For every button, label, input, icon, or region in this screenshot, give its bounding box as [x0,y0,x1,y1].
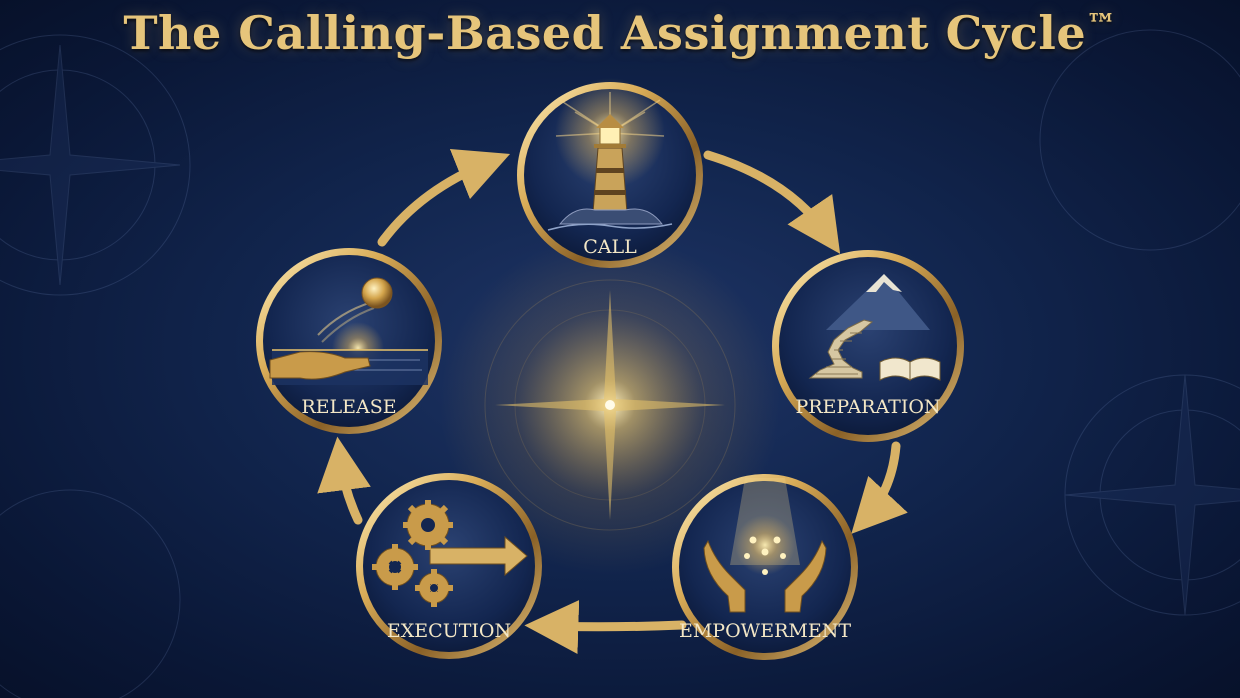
staircase-mountain-icon [808,274,941,381]
background-decor [0,29,1240,698]
center-compass [440,235,780,575]
compass-rose-bottom-left-ring [0,489,181,698]
stage-node-empowerment: EMPOWERMENT [672,474,858,660]
stage-label-release: RELEASE [301,396,396,418]
compass-star-left-icon [0,44,181,286]
center-spark [605,400,615,410]
stage-node-call: CALL [517,78,703,268]
hand-releasing-sphere-icon [269,277,428,385]
arrow-empowerment-to-execution [524,600,687,654]
compass-rose-left-inner-ring [0,69,156,261]
lighthouse-icon [547,78,673,231]
stage-label-execution: EXECUTION [387,620,511,642]
stage-node-execution: EXECUTION [356,473,542,659]
cycle-arrows [317,148,908,654]
stage-node-release: RELEASE [256,248,442,434]
arrow-release-to-call [377,148,511,247]
node-face [779,257,957,435]
diagram-title: The Calling-Based Assignment Cycle™ [0,6,1240,60]
arrow-call-to-preparation [703,150,841,254]
compass-rose-right-ring [1064,374,1240,616]
title-text: The Calling-Based Assignment Cycle [123,6,1087,60]
stage-node-preparation: PREPARATION [772,250,964,442]
trademark-symbol: ™ [1086,8,1117,43]
stage-label-preparation: PREPARATION [795,396,940,418]
open-hands-light-icon [703,478,827,613]
arrow-preparation-to-empowerment [851,441,908,534]
arrow-execution-to-release [317,436,371,525]
gears-arrow-icon [372,500,528,607]
compass-rose-left-ring [0,34,191,296]
compass-star-right-icon [1064,374,1240,616]
stage-label-call: CALL [583,236,637,258]
stage-label-empowerment: EMPOWERMENT [679,620,851,642]
compass-rose-top-right-ring [1039,29,1240,251]
compass-rose-right-inner-ring [1099,409,1240,581]
